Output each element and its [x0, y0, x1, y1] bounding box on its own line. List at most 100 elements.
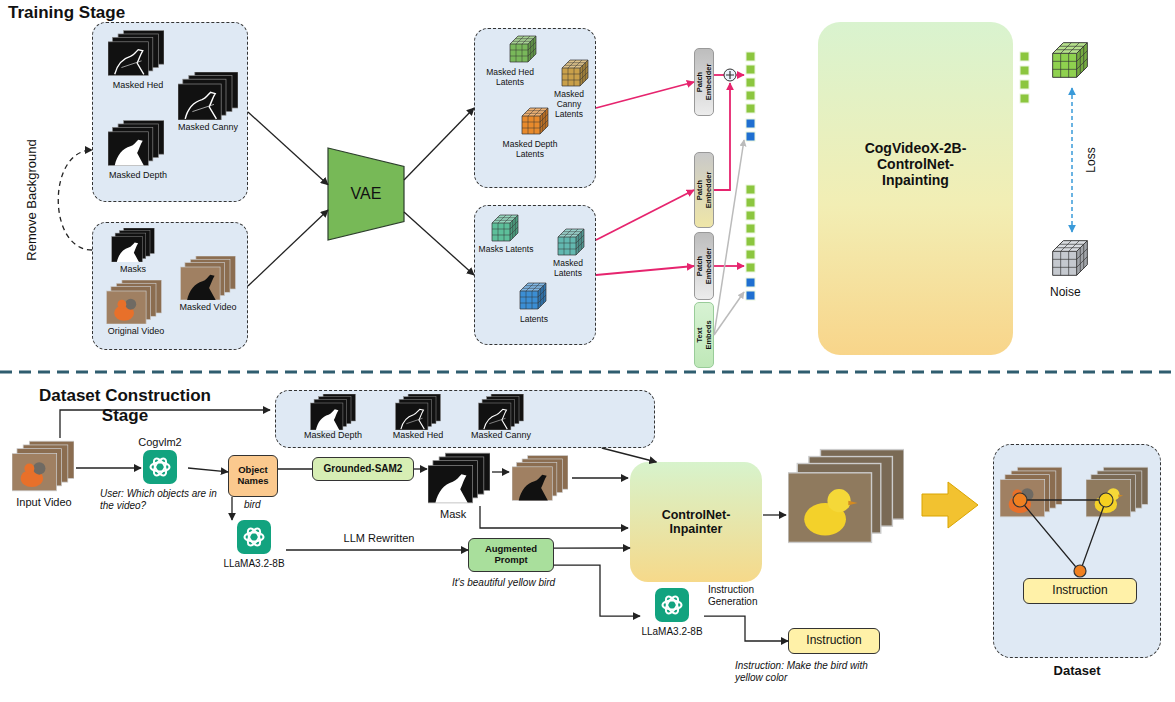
token: [1020, 80, 1029, 89]
latent-group: Masked Hed LatentsMasked Canny LatentsMa…: [474, 28, 596, 188]
graph-dot: [1099, 493, 1113, 507]
loss-arrow: [1071, 88, 1073, 232]
connector: [231, 497, 232, 520]
node-text: CogVideoX-2B-ControlNet-Inpainting: [848, 140, 983, 188]
llm-node: LLaMA3.2-8B: [640, 588, 704, 642]
token: [746, 237, 755, 246]
connector: [704, 616, 788, 641]
node-text: Latents: [504, 315, 564, 325]
patch-embedder: Patch Embedder: [694, 232, 714, 300]
node-text: Text Embeds: [695, 314, 713, 356]
arrow: [414, 468, 427, 469]
arrow: [763, 514, 786, 515]
sum-cross: [726, 71, 734, 79]
token: [746, 78, 755, 87]
masked-hed-frames: [396, 394, 441, 430]
node-text: Masked Hed: [100, 80, 176, 90]
token: [746, 263, 755, 272]
process-box: Grounded-SAM2: [312, 457, 414, 481]
edited-video-frames: [788, 450, 904, 543]
noise-label: Noise: [1050, 286, 1081, 300]
node-text: Original Video: [94, 326, 178, 336]
connector: [404, 212, 474, 275]
dataset-group: DatasetInstruction: [993, 444, 1161, 658]
note-text: bird: [244, 499, 261, 511]
masked-canny-frames: [178, 72, 238, 120]
connector: [286, 549, 468, 550]
node-text: Patch Embedder: [695, 169, 713, 211]
latent-cube: [558, 229, 584, 255]
note-text: User: Which objects are in the video?: [100, 488, 218, 511]
masked-depth-frames: [311, 394, 356, 430]
node-text: Grounded-SAM2: [324, 463, 403, 475]
masked-depth-frames: [108, 121, 164, 166]
connector: [248, 210, 328, 286]
node-text: Dataset: [993, 664, 1161, 679]
node-text: Instruction: [806, 634, 861, 648]
arrow: [76, 467, 141, 468]
grey-link: [714, 140, 744, 335]
sum-circle: [724, 69, 736, 81]
output-cube: [1053, 43, 1088, 78]
process-box: Object Names: [228, 455, 278, 497]
note-text: It's beautiful yellow bird: [452, 577, 584, 589]
node-text: Masked Hed Latents: [478, 68, 542, 88]
process-box: Instruction: [1023, 578, 1137, 604]
patch-embedder: Patch Embedder: [694, 152, 714, 228]
arrow: [480, 506, 628, 528]
latent-cube: [510, 36, 536, 62]
image-caption: Input Video: [8, 496, 80, 509]
token: [746, 132, 755, 141]
node-text: Instruction: [1052, 584, 1107, 598]
node-text: Masks: [98, 264, 168, 274]
process-box: Instruction: [788, 628, 880, 654]
token: [746, 291, 755, 300]
connector: [596, 82, 694, 108]
mask-frames: [112, 228, 155, 262]
original-video-frames: [107, 280, 162, 324]
section-title: Training Stage: [8, 3, 125, 23]
connector: [58, 150, 92, 250]
node-text: Masks Latents: [476, 245, 536, 255]
process-box: Augmented Prompt: [468, 538, 554, 572]
model-block-fill: [818, 22, 1013, 355]
node-text: ControlNet-Inpainter: [636, 508, 756, 537]
connector: [596, 266, 694, 275]
pink-link: [714, 74, 724, 76]
latent-cube: [562, 60, 588, 86]
token: [746, 198, 755, 207]
connector: [188, 468, 228, 472]
node-text: Patch Embedder: [695, 61, 713, 103]
pink-link: [714, 83, 730, 190]
edge-label: Instruction Generation: [706, 584, 794, 607]
node-text: Cogvlm2: [122, 436, 198, 449]
connector: [248, 112, 328, 185]
control-group: Masked DepthMasked HedMasked Canny: [275, 390, 655, 448]
node-text: Masked Video: [172, 302, 244, 312]
latent-cube: [522, 108, 548, 134]
connector: [602, 448, 657, 462]
token: [746, 119, 755, 128]
token: [746, 52, 755, 61]
latent-cube: [520, 283, 546, 309]
node-text: VAE: [351, 185, 382, 203]
node-text: Masked Latents: [542, 259, 594, 279]
masked-canny-frames: [479, 394, 524, 430]
model-block: CogVideoX-2B-ControlNet-Inpainting: [818, 22, 1013, 355]
note-text: Instruction: Make the bird with yellow c…: [735, 660, 887, 683]
patch-embedder: Patch Embedder: [694, 48, 714, 116]
arrow: [492, 471, 509, 472]
node-text: Object Names: [234, 465, 272, 487]
node-text: Masked Hed: [380, 430, 456, 440]
edge-label: Remove Background: [25, 137, 40, 262]
pink-link: [736, 74, 744, 76]
token: [1020, 52, 1029, 61]
masked-video-frames: [181, 256, 236, 300]
input-group: Masked HedMasked CannyMasked Depth: [92, 22, 248, 202]
arrow: [572, 477, 628, 478]
token: [746, 250, 755, 259]
node-text: Masked Depth: [98, 170, 178, 180]
llm-node: LLaMA3.2-8B: [222, 520, 286, 574]
